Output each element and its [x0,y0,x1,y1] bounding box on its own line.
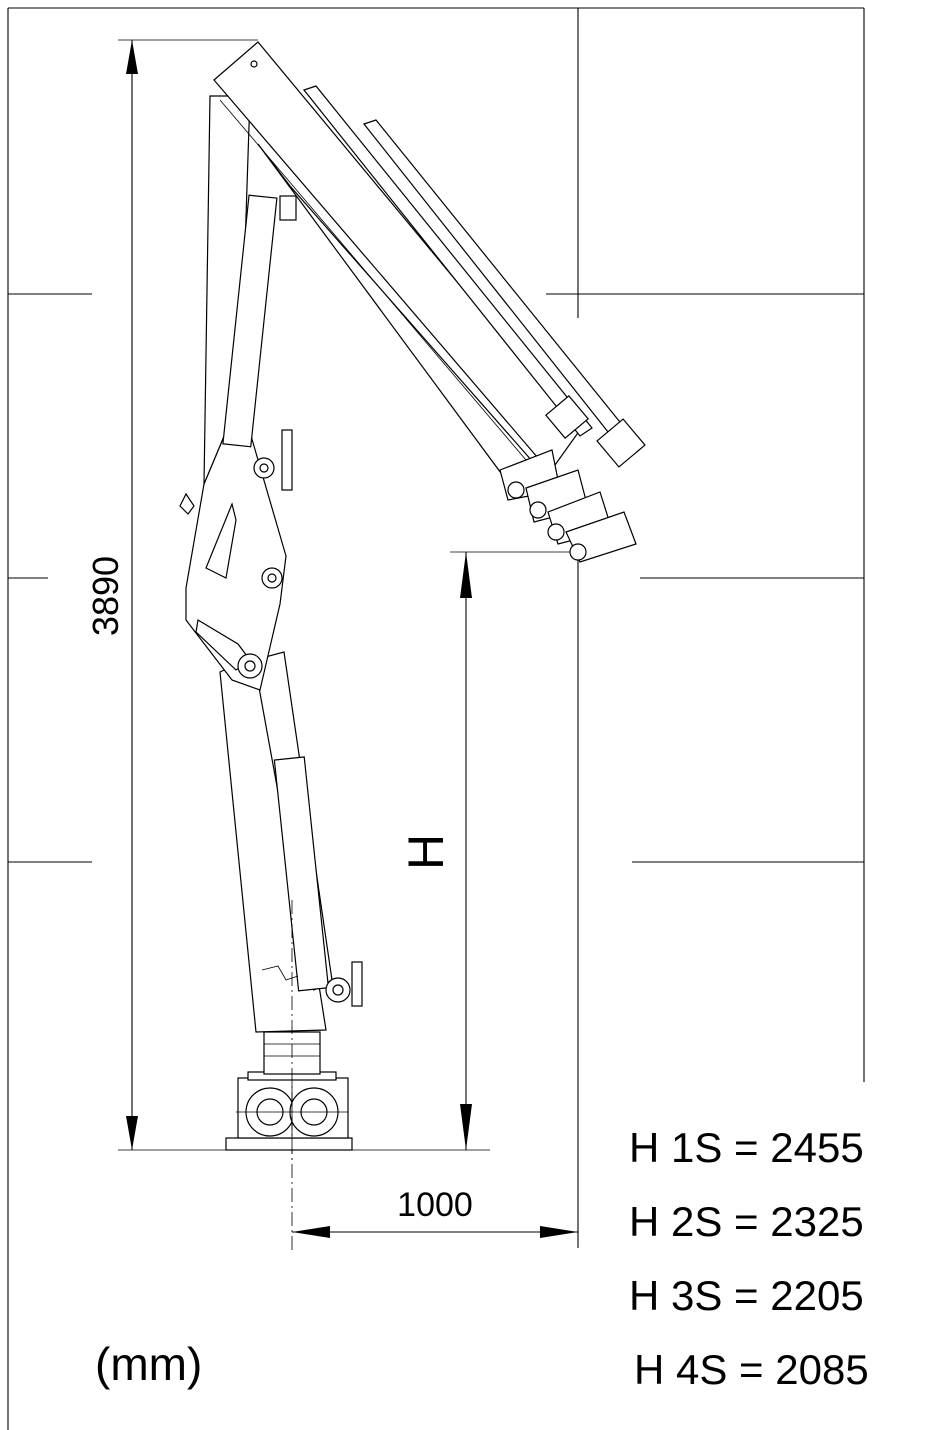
unit-label: (mm) [95,1338,202,1390]
crane-joint-plate [179,396,293,691]
h-symbol-label: H [398,834,454,870]
height-1s-label: H 1S = 2455 [629,1124,864,1171]
height-2s-label: H 2S = 2325 [629,1198,864,1245]
reach-label: 1000 [397,1186,473,1224]
crane-column [219,649,363,1160]
crane-base [225,1031,353,1151]
height-4s-label: H 4S = 2085 [634,1346,869,1393]
total-height-dimension [118,39,490,1151]
total-height-label: 3890 [85,556,126,636]
frame-grid [7,7,865,1430]
height-3s-label: H 3S = 2205 [629,1272,864,1319]
height-list: H 1S = 2455 H 2S = 2325 H 3S = 2205 H 4S… [629,1124,869,1393]
h-dimension [450,551,578,1150]
crane-boom [213,41,646,563]
